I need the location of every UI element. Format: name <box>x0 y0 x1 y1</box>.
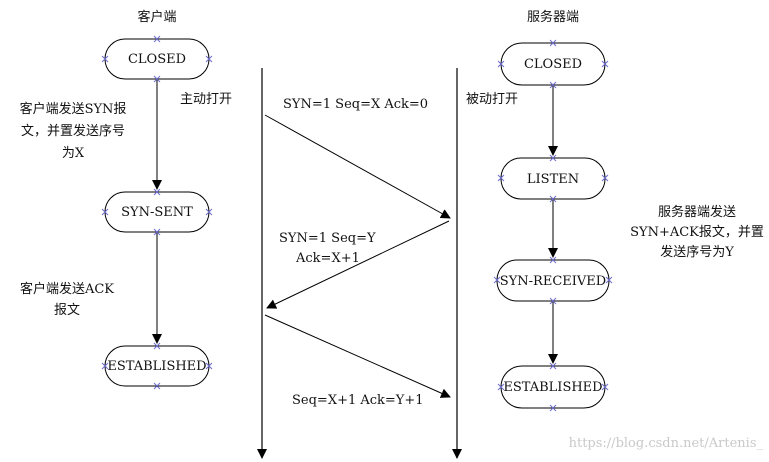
client-state-established-label: ESTABLISHED <box>107 359 206 374</box>
ack-message-arrow <box>264 314 451 398</box>
server-state-listen-handles <box>497 154 609 203</box>
server-state-established-label: ESTABLISHED <box>503 380 602 395</box>
server-state-closed-label: CLOSED <box>524 57 582 72</box>
syn-message-label: SYN=1 Seq=X Ack=0 <box>283 97 428 112</box>
client-syn-note-line-2: 文，并置发送序号 <box>21 123 125 139</box>
server-title: 服务器端 <box>527 9 579 25</box>
client-state-established-handles <box>101 342 213 390</box>
synack-message-label-line-2: Ack=X+1 <box>295 251 360 266</box>
client-state-syn-sent-label: SYN-SENT <box>121 205 193 220</box>
client-state-established: ESTABLISHED <box>101 342 213 390</box>
active-open-label: 主动打开 <box>180 92 232 107</box>
syn-message-arrow <box>264 114 451 219</box>
server-state-established-handles <box>497 362 609 412</box>
server-state-closed: CLOSED <box>497 39 609 89</box>
client-syn-note-line-3: 为X <box>62 146 85 161</box>
synack-message-arrow <box>266 220 450 309</box>
server-synack-note-line-1: 服务器端发送 <box>658 204 736 220</box>
passive-open-label: 被动打开 <box>466 92 518 107</box>
server-synack-note-line-2: SYN+ACK报文，并置 <box>630 225 764 240</box>
client-ack-note-line-1: 客户端发送ACK <box>20 281 114 297</box>
client-syn-note-line-1: 客户端发送SYN报 <box>20 101 127 117</box>
server-synack-note-line-3: 发送序号为Y <box>660 244 734 260</box>
client-state-syn-sent-handles <box>101 188 213 236</box>
server-state-syn-received-handles <box>493 256 613 305</box>
server-state-syn-received: SYN-RECEIVED <box>493 256 613 305</box>
client-state-syn-sent: SYN-SENT <box>101 188 213 236</box>
client-ack-note-line-2: 报文 <box>54 303 80 318</box>
server-state-closed-handles <box>497 39 609 89</box>
watermark-text: https://blog.csdn.net/Artenis_ <box>569 436 764 451</box>
server-state-syn-received-label: SYN-RECEIVED <box>500 274 606 289</box>
client-title: 客户端 <box>137 9 176 25</box>
ack-message-label: Seq=X+1 Ack=Y+1 <box>292 393 424 408</box>
server-state-listen: LISTEN <box>497 154 609 203</box>
server-state-listen-label: LISTEN <box>527 172 579 187</box>
client-state-closed: CLOSED <box>101 35 213 83</box>
synack-message-label-line-1: SYN=1 Seq=Y <box>279 231 376 246</box>
client-state-closed-label: CLOSED <box>128 52 186 67</box>
client-state-closed-handles <box>101 35 213 83</box>
server-state-established: ESTABLISHED <box>497 362 609 412</box>
